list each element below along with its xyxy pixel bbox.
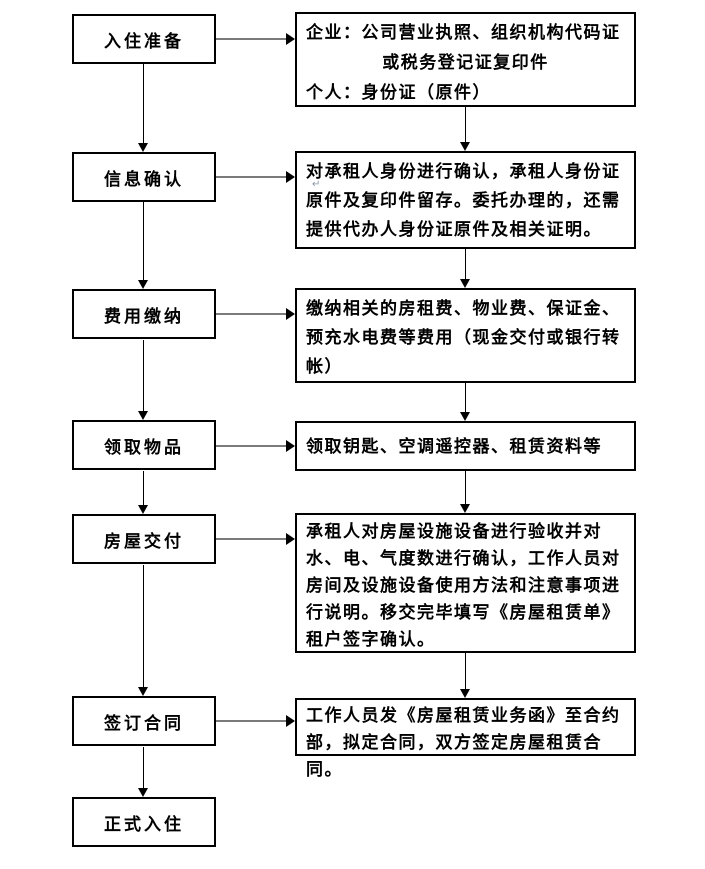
down-arrow-detail5-to-detail6 bbox=[460, 653, 470, 698]
right-arrowhead-icon bbox=[286, 715, 295, 727]
down-arrow-detail1-to-detail2 bbox=[460, 107, 470, 151]
step-label: 正式入住 bbox=[104, 814, 184, 834]
right-arrowhead-icon bbox=[286, 171, 295, 183]
detail-text: 工作人员发《房屋租赁业务函》至合约 部，拟定合同，双方签定房屋租赁合同。 bbox=[306, 706, 621, 779]
down-arrow-detail3-to-detail4 bbox=[460, 383, 470, 421]
down-arrow-detail2-to-detail3 bbox=[460, 249, 470, 288]
right-arrowhead-icon bbox=[286, 308, 295, 320]
right-arrow-step1-to-detail1 bbox=[216, 33, 295, 45]
down-arrowhead-icon bbox=[138, 505, 148, 514]
detail-box-contract-process: 工作人员发《房屋租赁业务函》至合约 部，拟定合同，双方签定房屋租赁合同。 bbox=[295, 698, 636, 779]
step-label: 入住准备 bbox=[104, 31, 184, 51]
right-arrowhead-icon bbox=[286, 440, 295, 452]
down-arrowhead-icon bbox=[460, 504, 470, 513]
company-requirement-line1: 企业：公司营业执照、组织机构代码证 bbox=[306, 23, 621, 42]
detail-box-required-documents: 企业：公司营业执照、组织机构代码证 或税务登记证复印件 个人：身份证（原件） bbox=[295, 12, 636, 107]
detail-box-fee-details: 缴纳相关的房租费、物业费、保证金、 预充水电费等费用（现金交付或银行转 帐） bbox=[295, 288, 636, 383]
step-label: 费用缴纳 bbox=[104, 306, 184, 326]
down-arrow-step3-to-step4 bbox=[138, 340, 148, 420]
detail-text: 对承租人身份进行确认，承租人身份证 原件及复印件留存。委托办理的，还需 提供代办… bbox=[306, 162, 621, 239]
right-arrowhead-icon bbox=[286, 33, 295, 45]
detail-text: 缴纳相关的房租费、物业费、保证金、 预充水电费等费用（现金交付或银行转 帐） bbox=[306, 299, 621, 376]
right-arrow-step3-to-detail3 bbox=[216, 308, 295, 320]
down-arrowhead-icon bbox=[138, 411, 148, 420]
step-box-info-confirmation: 信息确认 bbox=[72, 152, 216, 202]
step-box-checkin-preparation: 入住准备 bbox=[72, 14, 216, 64]
down-arrow-step5-to-step6 bbox=[138, 565, 148, 696]
detail-box-handover-inspection: 承租人对房屋设施设备进行验收并对 水、电、气度数进行确认，工作人员对 房间及设施… bbox=[295, 513, 636, 653]
down-arrow-detail4-to-detail5 bbox=[460, 471, 470, 513]
detail-text: 领取钥匙、空调遥控器、租赁资料等 bbox=[306, 436, 602, 456]
right-arrow-step6-to-detail6 bbox=[216, 715, 295, 727]
personal-requirement: 个人：身份证（原件） bbox=[306, 83, 491, 102]
step-label: 房屋交付 bbox=[104, 531, 184, 551]
step-label: 签订合同 bbox=[104, 713, 184, 733]
right-arrow-step2-to-detail2 bbox=[216, 171, 295, 183]
down-arrow-step2-to-step3 bbox=[138, 202, 148, 289]
step-label: 领取物品 bbox=[104, 437, 184, 457]
down-arrowhead-icon bbox=[460, 279, 470, 288]
down-arrow-step1-to-step2 bbox=[138, 64, 148, 152]
down-arrowhead-icon bbox=[460, 412, 470, 421]
down-arrowhead-icon bbox=[138, 280, 148, 289]
step-label: 信息确认 bbox=[104, 169, 184, 189]
down-arrow-step6-to-step7 bbox=[138, 747, 148, 797]
right-arrow-step5-to-detail5 bbox=[216, 533, 295, 545]
soft-return-mark: ↵ bbox=[312, 179, 321, 190]
down-arrowhead-icon bbox=[460, 142, 470, 151]
detail-box-identity-check: 对承租人身份进行确认，承租人身份证 原件及复印件留存。委托办理的，还需 提供代办… bbox=[295, 151, 636, 249]
down-arrowhead-icon bbox=[460, 689, 470, 698]
step-box-item-collection: 领取物品 bbox=[72, 420, 216, 470]
detail-text: 承租人对房屋设施设备进行验收并对 水、电、气度数进行确认，工作人员对 房间及设施… bbox=[306, 522, 621, 649]
down-arrowhead-icon bbox=[138, 687, 148, 696]
down-arrowhead-icon bbox=[138, 788, 148, 797]
down-arrowhead-icon bbox=[138, 143, 148, 152]
step-box-contract-signing: 签订合同 bbox=[72, 696, 216, 746]
down-arrow-step4-to-step5 bbox=[138, 471, 148, 514]
company-requirement-line2: 或税务登记证复印件 bbox=[382, 53, 549, 72]
step-box-house-handover: 房屋交付 bbox=[72, 514, 216, 564]
right-arrow-step4-to-detail4 bbox=[216, 440, 295, 452]
detail-box-items-received: 领取钥匙、空调遥控器、租赁资料等 bbox=[295, 421, 636, 471]
right-arrowhead-icon bbox=[286, 533, 295, 545]
step-box-fee-payment: 费用缴纳 bbox=[72, 289, 216, 339]
step-box-official-checkin: 正式入住 bbox=[72, 797, 216, 847]
